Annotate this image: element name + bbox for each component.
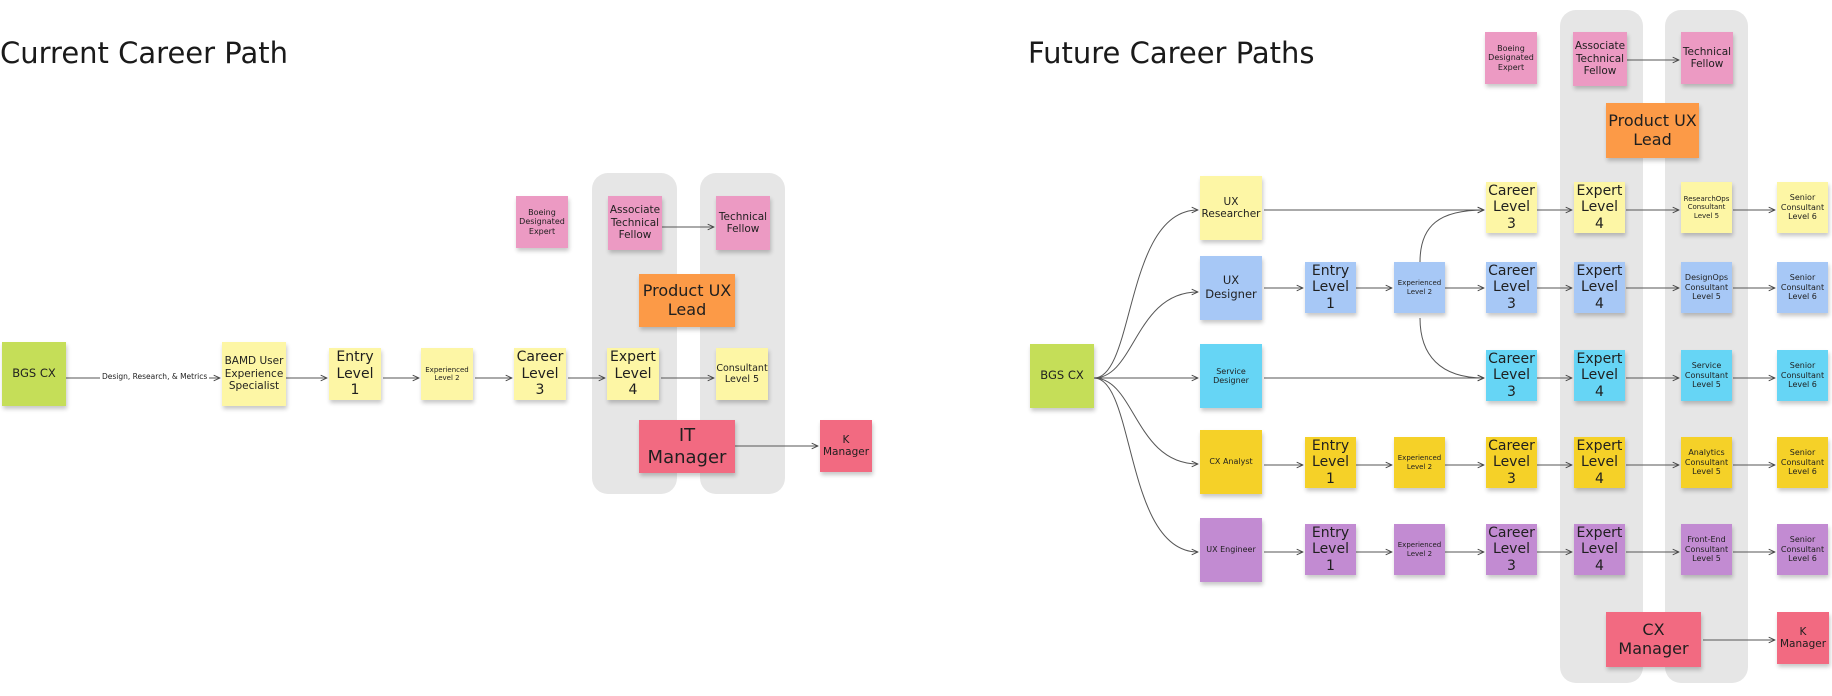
service-designer-expert-level-4[interactable]: Expert Level 4 [1574, 350, 1625, 401]
designops-consultant-level-5[interactable]: DesignOps Consultant Level 5 [1681, 262, 1732, 313]
ux-designer-role[interactable]: UX Designer [1200, 256, 1262, 320]
front-end-consultant-level-5[interactable]: Front-End Consultant Level 5 [1681, 524, 1732, 575]
ux-engineer-role[interactable]: UX Engineer [1200, 518, 1262, 582]
cx-analyst-role[interactable]: CX Analyst [1200, 430, 1262, 494]
ux-designer-senior-consultant-level-6[interactable]: Senior Consultant Level 6 [1777, 262, 1828, 313]
researchops-consultant-level-5[interactable]: ResearchOps Consultant Level 5 [1681, 182, 1732, 233]
current-career-level-3[interactable]: Career Level 3 [514, 348, 566, 400]
analytics-consultant-level-5[interactable]: Analytics Consultant Level 5 [1681, 437, 1732, 488]
future-bgs-cx[interactable]: BGS CX [1030, 344, 1094, 408]
service-designer-role[interactable]: Service Designer [1200, 344, 1262, 408]
ux-researcher-expert-level-4[interactable]: Expert Level 4 [1574, 182, 1625, 233]
ux-engineer-entry-level-1[interactable]: Entry Level 1 [1305, 524, 1356, 575]
service-consultant-level-5[interactable]: Service Consultant Level 5 [1681, 350, 1732, 401]
current-consultant-level-5[interactable]: Consultant Level 5 [716, 348, 768, 400]
current-it-manager[interactable]: IT Manager [639, 420, 735, 473]
current-experienced-level-2[interactable]: Experienced Level 2 [421, 348, 473, 400]
service-designer-senior-consultant-level-6[interactable]: Senior Consultant Level 6 [1777, 350, 1828, 401]
ux-engineer-senior-consultant-level-6[interactable]: Senior Consultant Level 6 [1777, 524, 1828, 575]
ux-engineer-experienced-level-2[interactable]: Experienced Level 2 [1394, 524, 1445, 575]
ux-designer-entry-level-1[interactable]: Entry Level 1 [1305, 262, 1356, 313]
cx-analyst-entry-level-1[interactable]: Entry Level 1 [1305, 437, 1356, 488]
current-k-manager[interactable]: K Manager [820, 420, 872, 472]
ux-engineer-career-level-3[interactable]: Career Level 3 [1486, 524, 1537, 575]
current-boeing-designated-expert[interactable]: Boeing Designated Expert [516, 196, 568, 248]
future-career-paths-title: Future Career Paths [1028, 36, 1315, 70]
future-product-ux-lead[interactable]: Product UX Lead [1606, 103, 1699, 158]
ux-designer-career-level-3[interactable]: Career Level 3 [1486, 262, 1537, 313]
future-k-manager[interactable]: K Manager [1777, 612, 1829, 664]
service-designer-career-level-3[interactable]: Career Level 3 [1486, 350, 1537, 401]
ux-designer-expert-level-4[interactable]: Expert Level 4 [1574, 262, 1625, 313]
current-product-ux-lead[interactable]: Product UX Lead [639, 274, 735, 327]
cx-analyst-experienced-level-2[interactable]: Experienced Level 2 [1394, 437, 1445, 488]
cx-analyst-career-level-3[interactable]: Career Level 3 [1486, 437, 1537, 488]
current-bgs-cx[interactable]: BGS CX [2, 342, 66, 406]
future-technical-fellow[interactable]: Technical Fellow [1681, 32, 1733, 84]
current-expert-level-4[interactable]: Expert Level 4 [607, 348, 659, 400]
current-associate-technical-fellow[interactable]: Associate Technical Fellow [608, 196, 662, 250]
cx-analyst-senior-consultant-level-6[interactable]: Senior Consultant Level 6 [1777, 437, 1828, 488]
future-boeing-designated-expert[interactable]: Boeing Designated Expert [1485, 32, 1537, 84]
ux-engineer-expert-level-4[interactable]: Expert Level 4 [1574, 524, 1625, 575]
ux-researcher-senior-consultant-level-6[interactable]: Senior Consultant Level 6 [1777, 182, 1828, 233]
future-associate-technical-fellow[interactable]: Associate Technical Fellow [1573, 32, 1627, 86]
ux-researcher-role[interactable]: UX Researcher [1200, 176, 1262, 240]
current-technical-fellow[interactable]: Technical Fellow [716, 196, 770, 250]
current-entry-level-1[interactable]: Entry Level 1 [329, 348, 381, 400]
future-cx-manager[interactable]: CX Manager [1606, 612, 1701, 667]
edge-label-design-research-metrics: Design, Research, & Metrics [100, 372, 210, 381]
current-career-path-title: Current Career Path [0, 36, 288, 70]
current-bamd-ux-specialist[interactable]: BAMD User Experience Specialist [222, 342, 286, 406]
ux-designer-experienced-level-2[interactable]: Experienced Level 2 [1394, 262, 1445, 313]
ux-researcher-career-level-3[interactable]: Career Level 3 [1486, 182, 1537, 233]
cx-analyst-expert-level-4[interactable]: Expert Level 4 [1574, 437, 1625, 488]
